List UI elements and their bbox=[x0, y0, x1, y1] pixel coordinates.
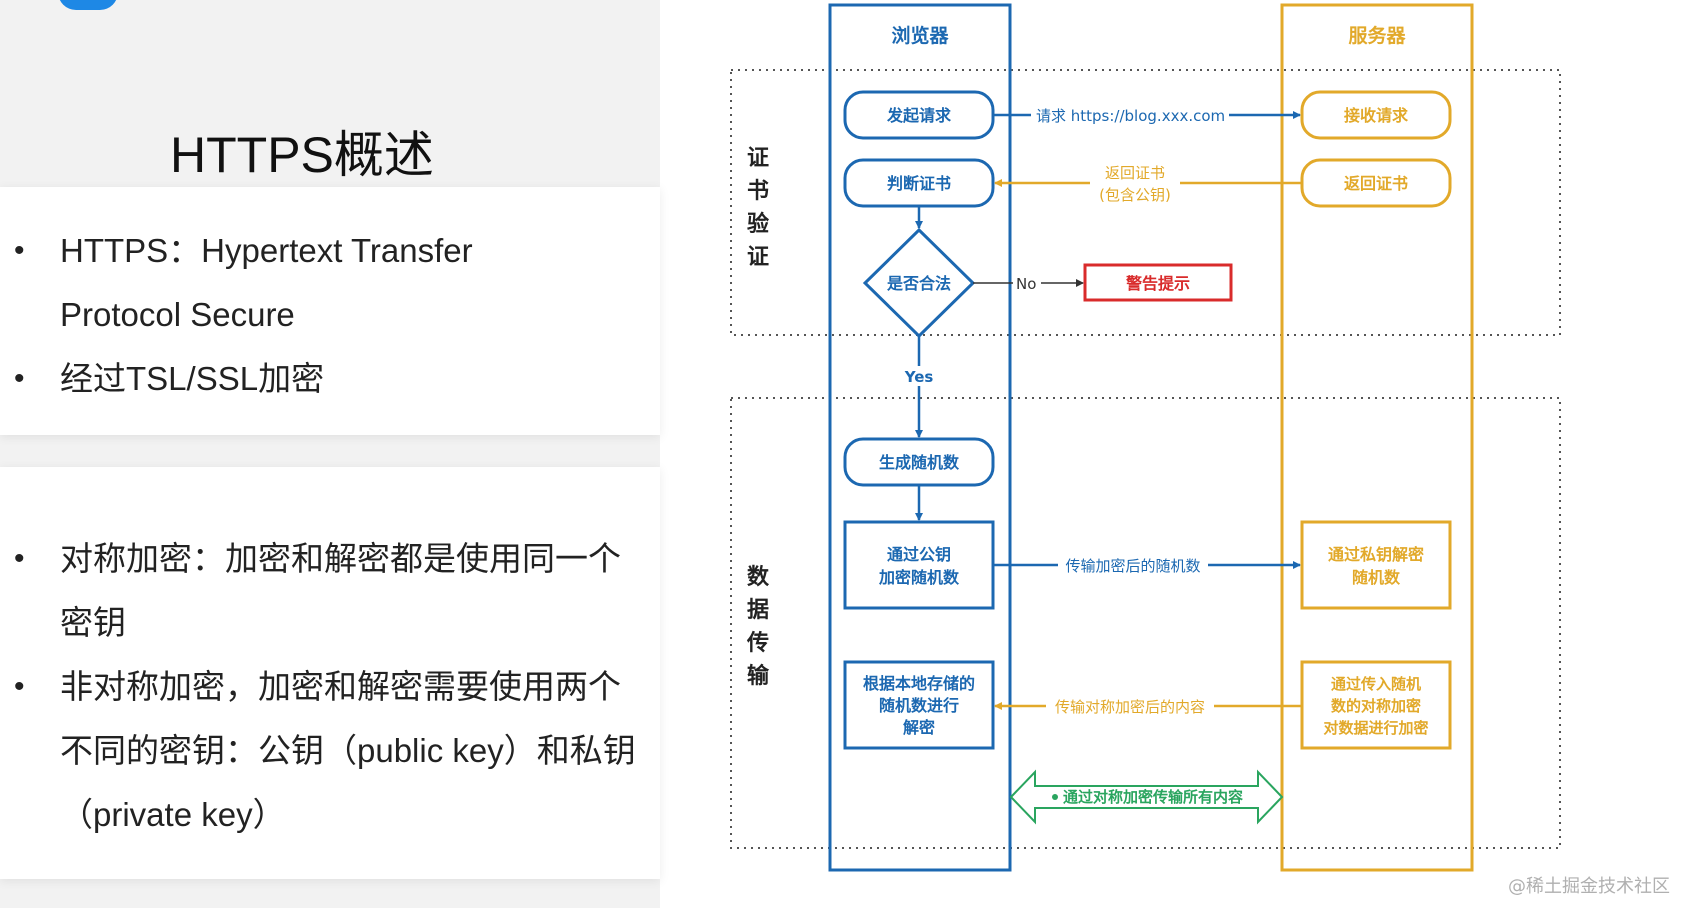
data-section-frame bbox=[730, 397, 1561, 849]
initiate-request-text: 发起请求 bbox=[886, 106, 952, 125]
decrypt-private-text-line2: 随机数 bbox=[1352, 568, 1401, 587]
transfer-random-label-bg bbox=[1058, 555, 1208, 575]
encrypt-symmetric-text-line3: 对数据进行加密 bbox=[1323, 719, 1428, 737]
data-label-char-2: 据 bbox=[747, 598, 769, 623]
symmetric-bullet-icon bbox=[1052, 794, 1058, 800]
generate-random-text: 生成随机数 bbox=[879, 453, 960, 472]
is-valid-text: 是否合法 bbox=[886, 274, 951, 293]
yes-label: Yes bbox=[904, 368, 934, 386]
no-label: No bbox=[1016, 275, 1036, 293]
watermark: @稀土掘金技术社区 bbox=[1508, 876, 1670, 897]
decrypt-node bbox=[843, 660, 995, 750]
server-lane-title: 服务器 bbox=[1348, 24, 1406, 47]
transfer-random-label: 传输加密后的随机数 bbox=[1065, 557, 1200, 575]
decrypt-text-line2: 随机数进行 bbox=[879, 696, 959, 715]
encryption-card: 对称加密：加密和解密都是使用同一个密钥 非对称加密，加密和解密需要使用两个不同的… bbox=[0, 467, 660, 879]
https-definition-list: HTTPS：Hypertext Transfer Protocol Secure… bbox=[0, 219, 560, 411]
yes-label-bg bbox=[899, 366, 939, 386]
request-label: 请求 https://blog.xxx.com bbox=[1036, 107, 1225, 125]
https-definition-card: HTTPS：Hypertext Transfer Protocol Secure… bbox=[0, 187, 660, 435]
bullet-https-definition: HTTPS：Hypertext Transfer Protocol Secure bbox=[0, 219, 560, 347]
receive-request-text: 接收请求 bbox=[1344, 106, 1409, 125]
return-cert-label-bg bbox=[1090, 160, 1180, 206]
logo-icon bbox=[58, 0, 118, 10]
symmetric-transfer-label: 通过对称加密传输所有内容 bbox=[1063, 788, 1243, 806]
server-lane bbox=[1280, 3, 1474, 872]
browser-lane-title: 浏览器 bbox=[891, 24, 949, 47]
cert-section-label: 证 书 验 证 bbox=[747, 146, 769, 270]
data-label-char-3: 传 bbox=[746, 631, 769, 656]
encryption-list: 对称加密：加密和解密都是使用同一个密钥 非对称加密，加密和解密需要使用两个不同的… bbox=[0, 527, 640, 847]
encrypt-symmetric-node bbox=[1300, 660, 1452, 750]
cert-label-char-2: 书 bbox=[747, 179, 769, 204]
return-cert-text: 返回证书 bbox=[1344, 174, 1408, 193]
symmetric-transfer-double-arrow bbox=[1009, 769, 1284, 825]
browser-lane bbox=[828, 3, 1012, 872]
bullet-tsl-ssl: 经过TSL/SSL加密 bbox=[0, 347, 560, 411]
data-label-char-4: 输 bbox=[747, 663, 770, 689]
cert-label-char-1: 证 bbox=[747, 146, 769, 171]
check-cert-text: 判断证书 bbox=[887, 174, 951, 193]
transfer-content-label: 传输对称加密后的内容 bbox=[1055, 698, 1205, 716]
decrypt-private-text-line1: 通过私钥解密 bbox=[1328, 545, 1424, 564]
encrypt-random-node bbox=[843, 520, 995, 610]
decrypt-text-line3: 解密 bbox=[903, 718, 935, 737]
cert-section-frame bbox=[730, 69, 1561, 336]
decrypt-private-node bbox=[1300, 520, 1452, 610]
receive-request-node bbox=[1300, 90, 1452, 140]
transfer-content-label-bg bbox=[1046, 696, 1214, 716]
no-label-bg bbox=[1013, 273, 1041, 293]
warning-text: 警告提示 bbox=[1125, 274, 1190, 293]
encrypt-random-text-line2: 加密随机数 bbox=[878, 568, 960, 587]
encrypt-random-text-line1: 通过公钥 bbox=[887, 545, 951, 564]
encrypt-symmetric-text-line1: 通过传入随机 bbox=[1331, 675, 1421, 693]
cert-label-char-3: 验 bbox=[747, 211, 769, 237]
decrypt-text-line1: 根据本地存储的 bbox=[863, 674, 975, 693]
cert-label-char-4: 证 bbox=[747, 245, 769, 270]
bullet-asymmetric: 非对称加密，加密和解密需要使用两个不同的密钥：公钥（public key）和私钥… bbox=[0, 655, 640, 847]
section-title: HTTPS概述 bbox=[170, 127, 434, 183]
warning-node bbox=[1083, 263, 1233, 302]
data-section-label: 数 据 传 输 bbox=[746, 564, 770, 689]
data-label-char-1: 数 bbox=[747, 564, 770, 590]
request-label-bg bbox=[1031, 105, 1229, 125]
return-cert-label-line1: 返回证书 bbox=[1105, 164, 1165, 182]
encrypt-symmetric-text-line2: 数的对称加密 bbox=[1331, 697, 1421, 715]
return-cert-label-line2: (包含公钥) bbox=[1099, 186, 1171, 204]
bullet-symmetric: 对称加密：加密和解密都是使用同一个密钥 bbox=[0, 527, 640, 655]
